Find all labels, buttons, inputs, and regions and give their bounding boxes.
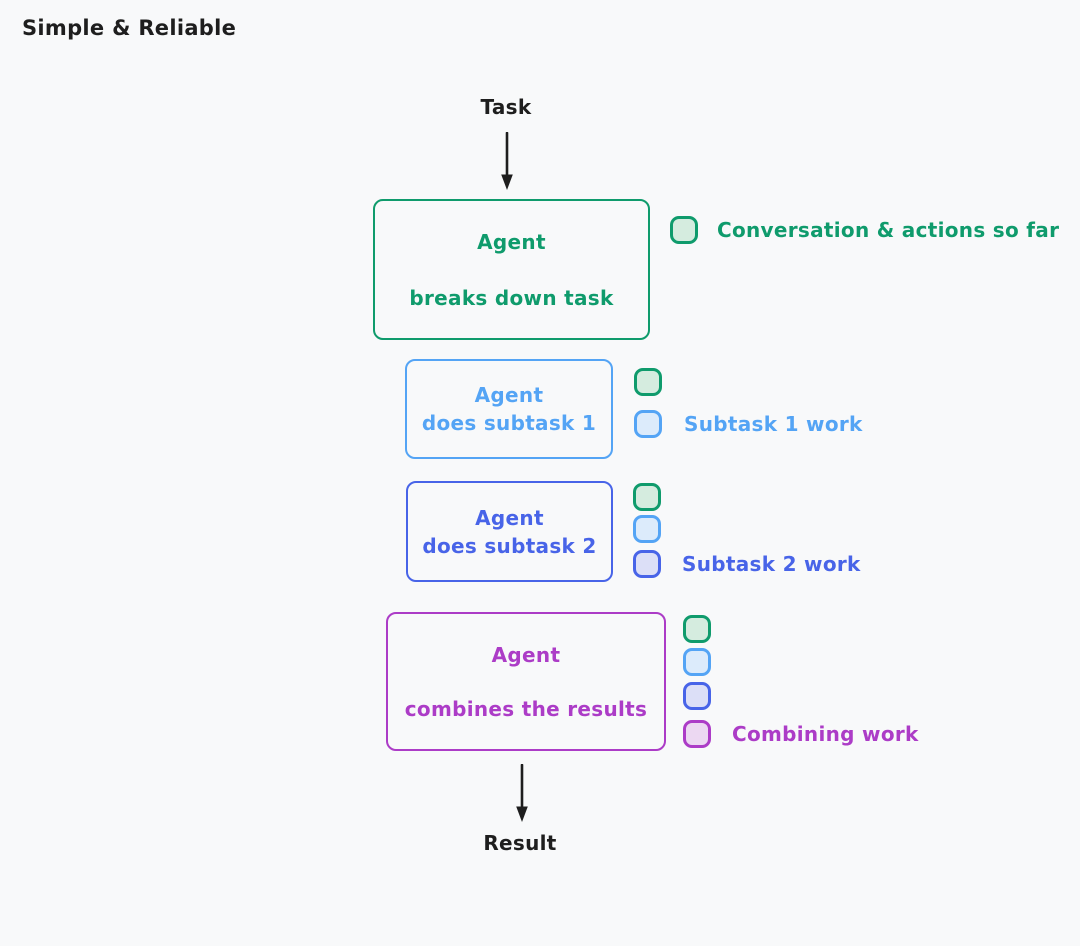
agent-box-line1: Agent [491,642,561,667]
legend-swatch-conversation-icon [683,615,711,643]
result-arrow-down-icon [516,764,528,822]
agent-box-line2: does subtask 1 [421,411,597,435]
legend-swatch-subtask1-icon [633,515,661,543]
agent-box-line2: combines the results [404,696,648,721]
task-label: Task [480,95,532,119]
legend-label-conversation: Conversation & actions so far [717,218,1060,242]
legend-label-combining: Combining work [732,722,919,746]
legend-swatch-combining-icon [683,720,711,748]
legend-label-subtask1: Subtask 1 work [684,412,863,436]
legend-swatch-subtask2-icon [633,550,661,578]
legend-swatch-conversation-icon [670,216,698,244]
agent-box-breakdown: Agent breaks down task [373,199,650,340]
legend-swatch-subtask1-icon [634,410,662,438]
legend-swatch-subtask2-icon [683,682,711,710]
agent-box-line1: Agent [474,383,544,407]
agent-box-line1: Agent [477,229,546,254]
legend-swatch-conversation-icon [634,368,662,396]
legend-swatch-subtask1-icon [683,648,711,676]
legend-swatch-conversation-icon [633,483,661,511]
task-arrow-down-icon [501,132,513,190]
agent-box-line2: does subtask 2 [422,533,597,558]
agent-box-line2: breaks down task [409,285,614,310]
diagram-title: Simple & Reliable [22,16,237,40]
result-label: Result [483,831,557,855]
agent-box-subtask2: Agent does subtask 2 [406,481,613,582]
agent-box-subtask1: Agent does subtask 1 [405,359,613,459]
agent-box-line1: Agent [475,505,544,530]
legend-label-subtask2: Subtask 2 work [682,552,861,576]
agent-box-combine: Agent combines the results [386,612,666,751]
